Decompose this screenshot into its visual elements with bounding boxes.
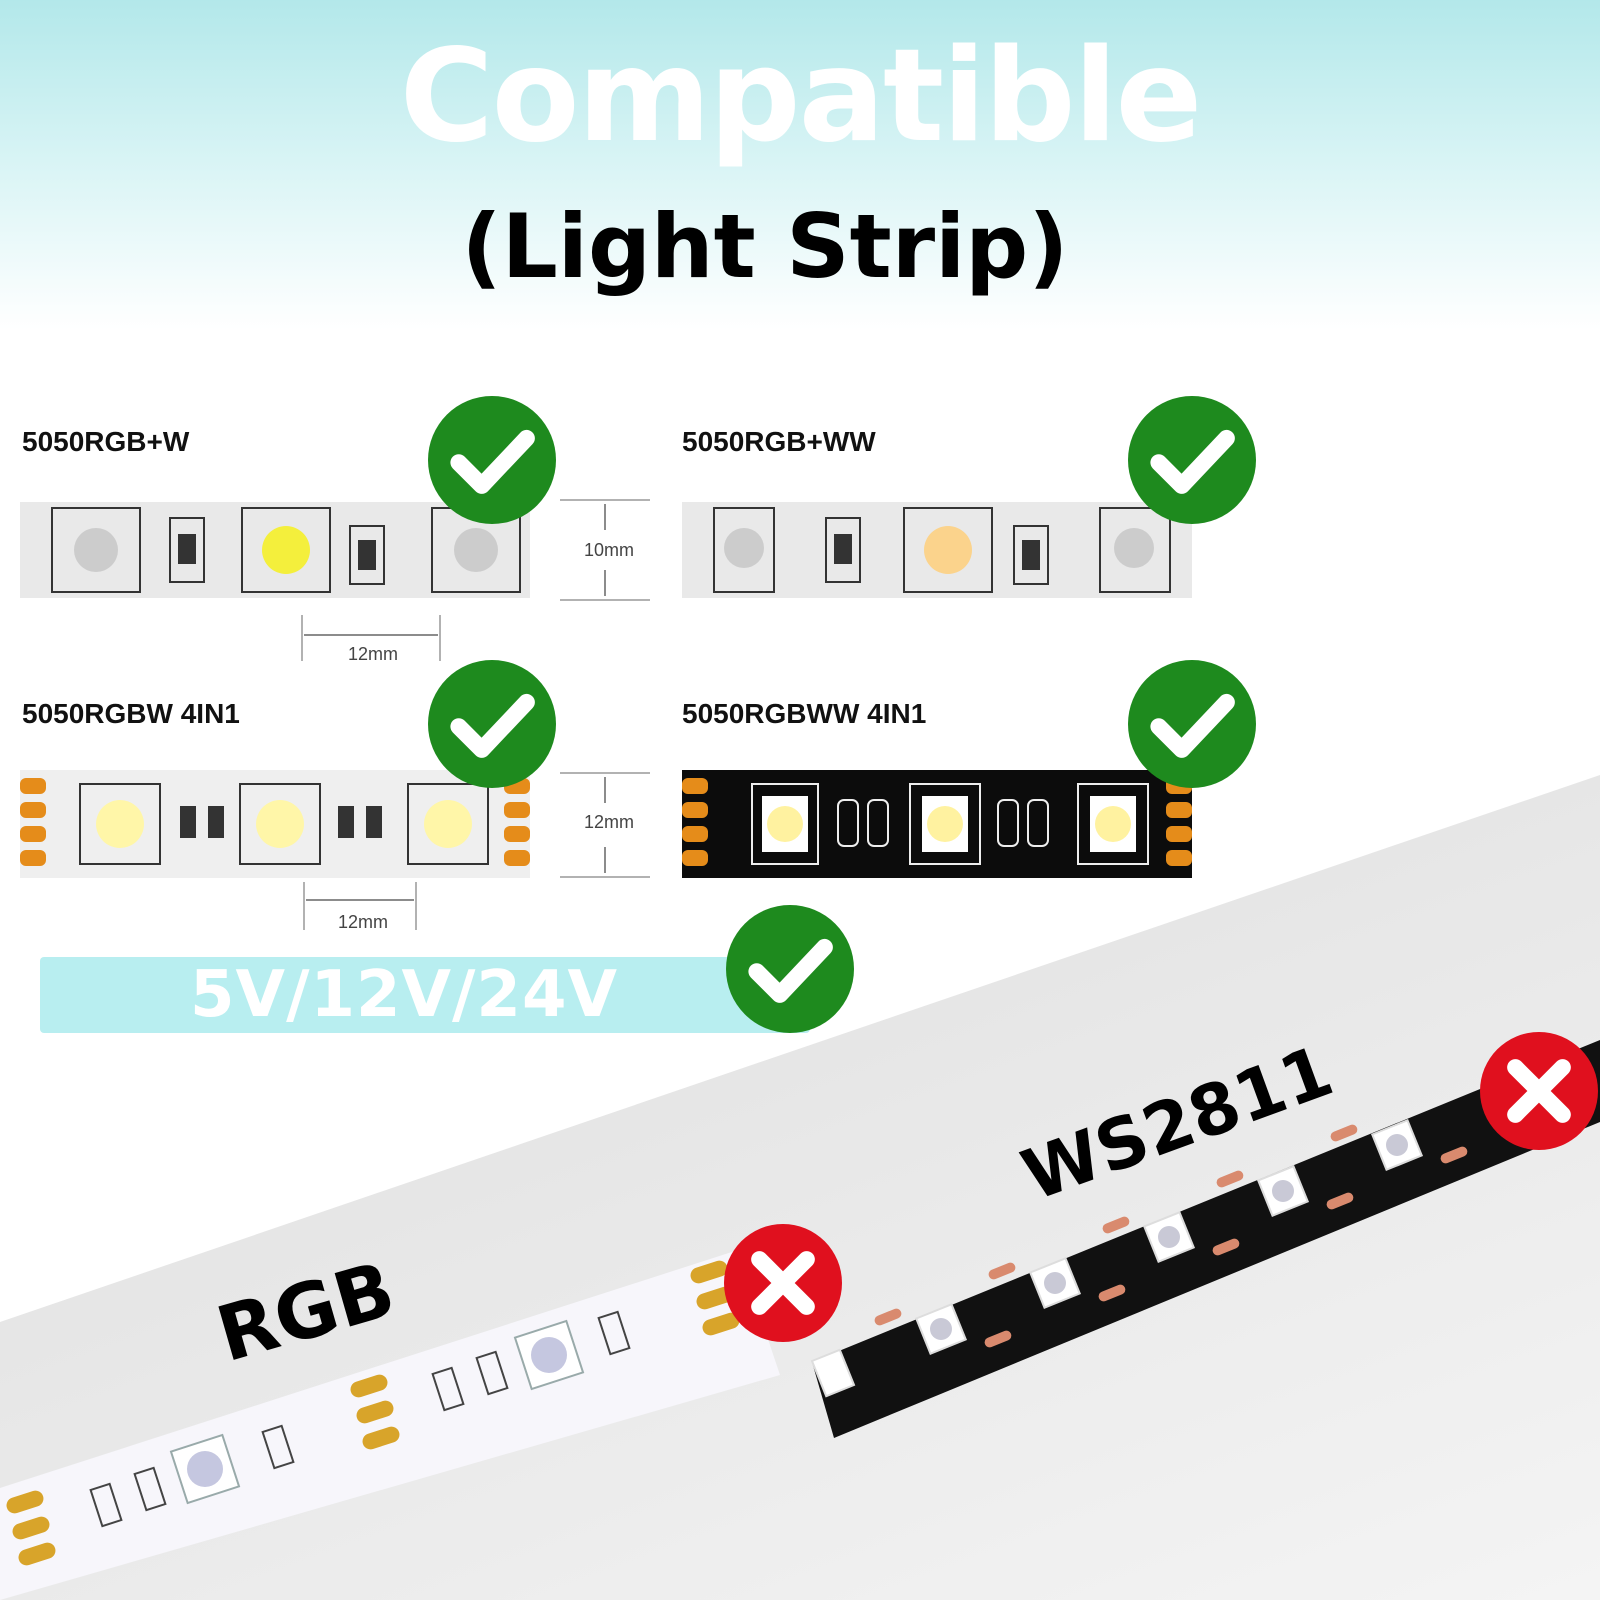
voltage-banner: 5V/12V/24V (40, 957, 810, 1033)
dimension-height-label-rgbw-4in1: 12mm (584, 812, 635, 832)
cross-icon (1480, 1032, 1598, 1150)
checkmark-icon (428, 396, 556, 524)
dimension-height-rgbw-4in1 (560, 772, 650, 878)
dimension-pitch-rgbw-4in1 (303, 882, 417, 930)
checkmark-icon (726, 905, 854, 1033)
dimension-height-label-rgbw: 10mm (584, 540, 635, 560)
page-subtitle: (Light Strip) (461, 195, 1069, 298)
strip-diagram-rgbw-4in1 (20, 770, 530, 878)
checkmark-icon (1128, 396, 1256, 524)
strip-diagram-rgbww (682, 502, 1192, 598)
checkmark-icon (428, 660, 556, 788)
dimension-pitch-label-rgbw: 12mm (348, 644, 399, 664)
strip-label-rgbw: 5050RGB+W (22, 426, 190, 457)
dimension-height-rgbw (560, 499, 650, 601)
strip-label-rgbww: 5050RGB+WW (682, 426, 876, 457)
dimension-pitch-rgbw (301, 615, 441, 661)
strip-label-rgbww-4in1: 5050RGBWW 4IN1 (682, 698, 927, 729)
dimension-pitch-label-rgbw-4in1: 12mm (338, 912, 389, 932)
page-title: Compatible (399, 22, 1203, 171)
checkmark-icon (1128, 660, 1256, 788)
cross-icon (724, 1224, 842, 1342)
strip-diagram-rgbww-4in1 (682, 770, 1192, 878)
strip-label-rgbw-4in1: 5050RGBW 4IN1 (22, 698, 240, 729)
voltage-label: 5V/12V/24V (190, 958, 618, 1032)
strip-diagram-rgbw (20, 502, 530, 598)
